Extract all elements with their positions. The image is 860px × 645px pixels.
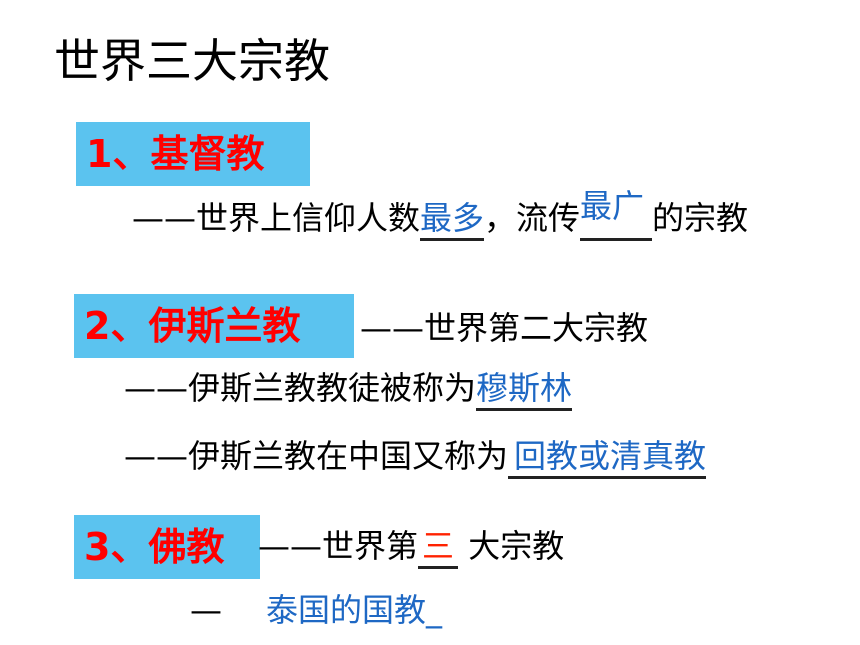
- dash: ——: [258, 527, 322, 565]
- desc-text: ，流传: [484, 199, 581, 237]
- dash: ——: [124, 437, 188, 475]
- buddhism-rank: ——世界第三 大宗教: [258, 524, 564, 569]
- dash: ——: [124, 369, 188, 407]
- answer-muslim: 穆斯林: [476, 368, 573, 411]
- desc-text: 世界上信仰人数: [196, 199, 421, 237]
- answer-widest: 最广: [580, 187, 653, 241]
- dash: —: [190, 591, 222, 629]
- rank-text: 大宗教: [458, 527, 565, 565]
- desc-text: 伊斯兰教教徒被称为: [188, 369, 477, 407]
- heading-christianity: 1、基督教: [76, 122, 310, 186]
- buddhism-thailand: — 泰国的国教_: [190, 588, 442, 632]
- islam-rank: ——世界第二大宗教: [360, 306, 648, 350]
- answer-huijiao: 回教或清真教: [508, 436, 707, 479]
- rank-text: 世界第: [322, 527, 419, 565]
- heading-islam: 2、伊斯兰教: [74, 294, 354, 358]
- islam-followers: ——伊斯兰教教徒被称为穆斯林: [124, 366, 573, 411]
- christianity-desc: ——世界上信仰人数最多，流传最广的宗教: [132, 187, 749, 241]
- islam-china-name: ——伊斯兰教在中国又称为回教或清真教: [124, 434, 707, 479]
- heading-buddhism: 3、佛教: [74, 515, 260, 579]
- desc-text: 的宗教: [652, 199, 749, 237]
- answer-thailand: 泰国的国教: [266, 591, 427, 629]
- answer-most: 最多: [420, 198, 485, 241]
- rank-text: 世界第二大宗教: [424, 309, 649, 347]
- desc-text: 伊斯兰教在中国又称为: [188, 437, 509, 475]
- page-title: 世界三大宗教: [54, 34, 330, 88]
- answer-third: 三: [418, 526, 459, 569]
- dash: ——: [132, 199, 196, 237]
- trail-underscore: _: [426, 591, 443, 629]
- dash: ——: [360, 309, 424, 347]
